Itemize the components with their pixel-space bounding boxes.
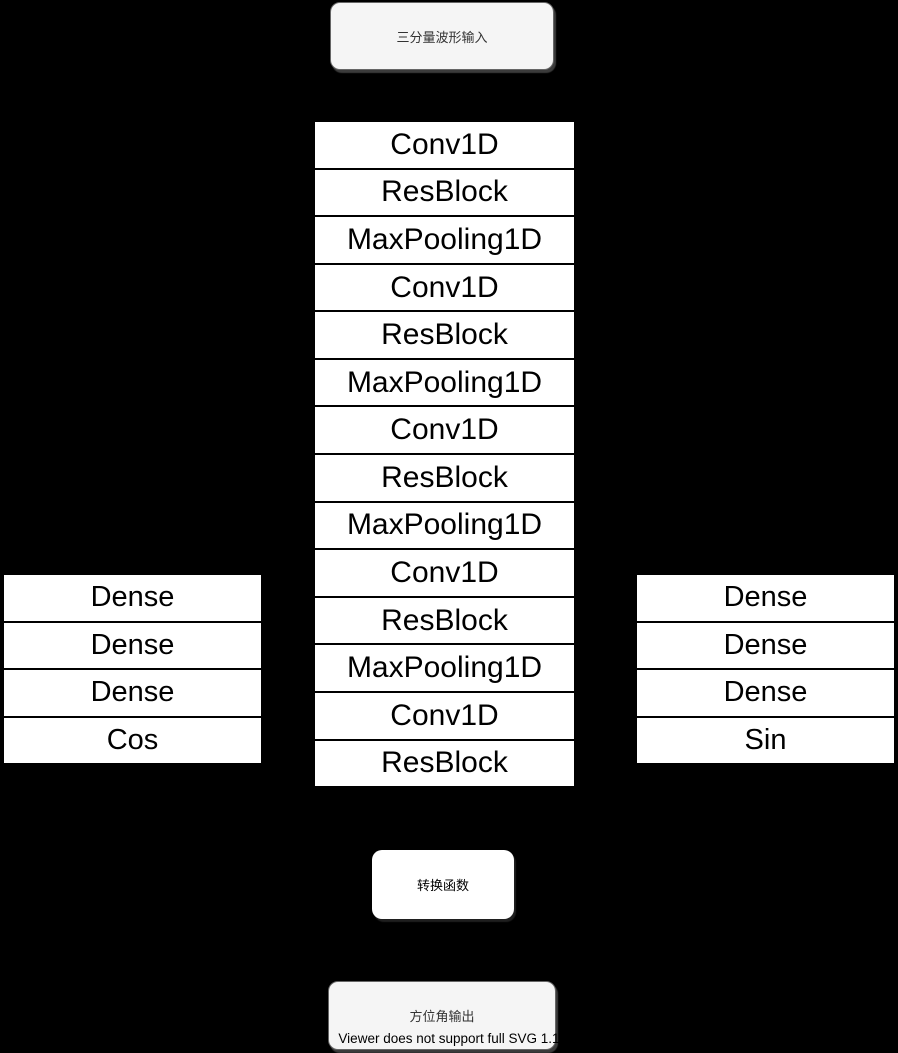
cos-branch-layer: Dense	[4, 620, 261, 669]
backbone-layer: MaxPooling1D	[315, 215, 574, 263]
cos-branch-layer: Cos	[4, 715, 261, 764]
input-node-label: 三分量波形输入	[396, 29, 488, 45]
backbone-stack: Conv1D ResBlock MaxPooling1D Conv1D ResB…	[313, 120, 576, 788]
input-node: 三分量波形输入	[330, 2, 554, 70]
backbone-layer: MaxPooling1D	[315, 500, 574, 549]
backbone-layer: Conv1D	[315, 262, 574, 311]
transform-node: 转换函数	[372, 850, 514, 919]
sin-branch-layer: Dense	[723, 581, 808, 614]
sin-branch-layer: Sin	[637, 715, 894, 764]
backbone-layer: Conv1D	[315, 690, 574, 739]
backbone-layer: ResBlock	[315, 167, 574, 216]
backbone-layer: ResBlock	[315, 738, 574, 787]
svg-fallback-notice: Viewer does not support full SVG 1.1	[338, 1031, 560, 1046]
sin-branch-stack: Dense Dense Dense Sin	[635, 573, 896, 765]
cos-branch-layer: Dense	[90, 581, 175, 614]
backbone-layer: MaxPooling1D	[315, 643, 574, 691]
output-node: 方位角输出	[328, 981, 556, 1050]
transform-node-label: 转换函数	[416, 878, 469, 893]
sin-branch-layer: Dense	[637, 620, 894, 669]
backbone-layer: Conv1D	[315, 405, 574, 453]
backbone-layer: ResBlock	[315, 595, 574, 644]
backbone-layer: ResBlock	[315, 453, 574, 501]
backbone-layer: ResBlock	[315, 310, 574, 358]
backbone-layer: Conv1D	[390, 127, 499, 161]
cos-branch-layer: Dense	[4, 668, 261, 716]
backbone-layer: MaxPooling1D	[315, 357, 574, 406]
backbone-layer: Conv1D	[315, 548, 574, 596]
cos-branch-stack: Dense Dense Dense Cos	[2, 573, 263, 765]
sin-branch-layer: Dense	[637, 668, 894, 716]
output-node-label: 方位角输出	[409, 1009, 475, 1024]
